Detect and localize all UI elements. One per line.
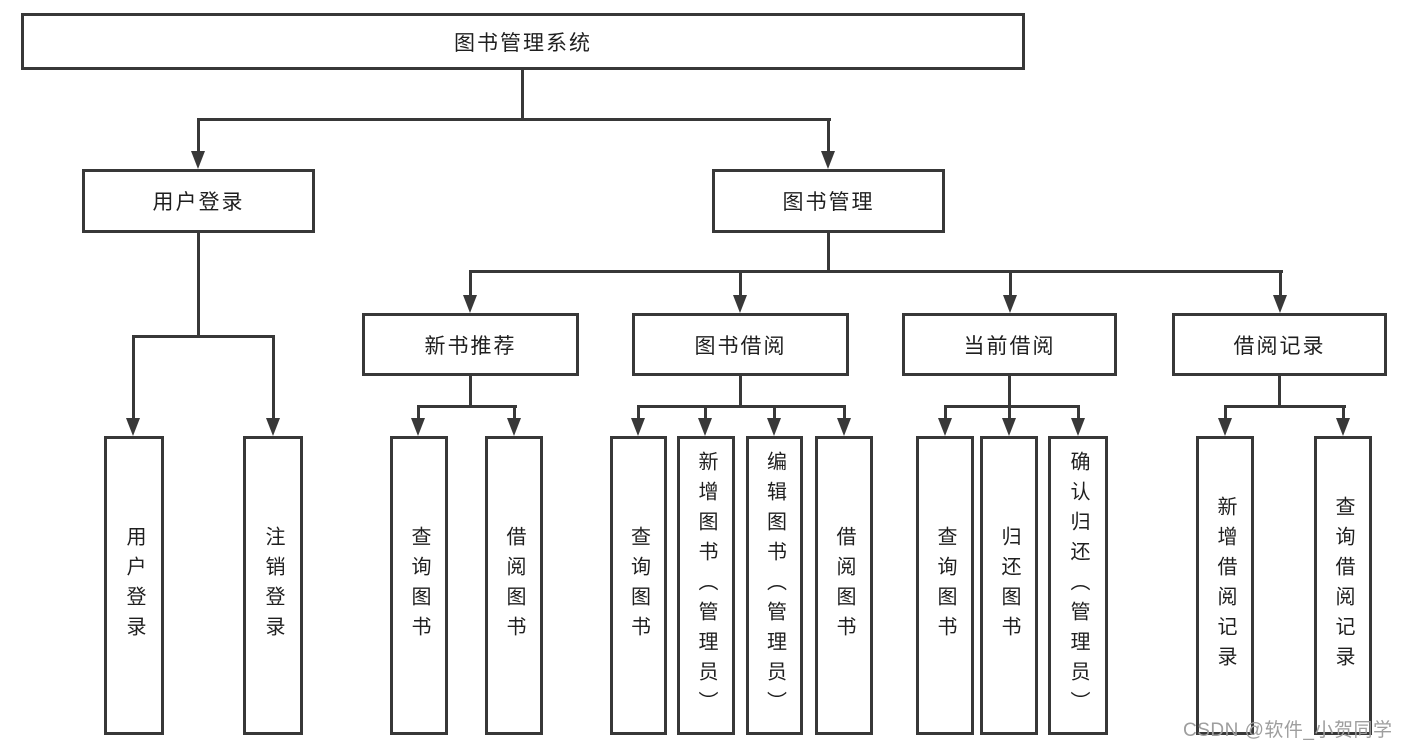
connector-line bbox=[1342, 405, 1345, 419]
node-leaf-borrow-books-1: 借阅图书 bbox=[485, 436, 543, 735]
connector-line bbox=[944, 405, 947, 419]
connector-line bbox=[773, 405, 776, 419]
connector-line bbox=[521, 70, 524, 118]
leaf-label: 查询图书 bbox=[408, 525, 430, 646]
arrow-down-icon bbox=[698, 418, 712, 436]
leaf-label: 借阅图书 bbox=[833, 525, 855, 646]
arrow-down-icon bbox=[767, 418, 781, 436]
connector-line bbox=[513, 405, 516, 419]
csdn-watermark: CSDN @软件_小贺同学 bbox=[1183, 720, 1393, 741]
arrow-down-icon bbox=[821, 151, 835, 169]
leaf-label: 新增图书（管理员） bbox=[695, 450, 717, 721]
connector-line bbox=[197, 233, 200, 335]
connector-line bbox=[417, 405, 517, 408]
arrow-down-icon bbox=[1218, 418, 1232, 436]
node-leaf-add-books-admin: 新增图书（管理员） bbox=[677, 436, 735, 735]
arrow-down-icon bbox=[1336, 418, 1350, 436]
node-leaf-borrow-books-2: 借阅图书 bbox=[815, 436, 873, 735]
connector-line bbox=[843, 405, 846, 419]
leaf-label: 确认归还（管理员） bbox=[1067, 450, 1089, 721]
leaf-label: 查询借阅记录 bbox=[1332, 495, 1354, 676]
connector-line bbox=[1279, 270, 1282, 296]
arrow-down-icon bbox=[126, 418, 140, 436]
leaf-label: 查询图书 bbox=[934, 525, 956, 646]
leaf-label: 归还图书 bbox=[998, 525, 1020, 646]
connector-line bbox=[739, 376, 742, 405]
connector-line bbox=[1009, 270, 1012, 296]
connector-line bbox=[1008, 376, 1011, 405]
arrow-down-icon bbox=[1002, 418, 1016, 436]
node-user-login: 用户登录 bbox=[82, 169, 315, 233]
arrow-down-icon bbox=[938, 418, 952, 436]
connector-line bbox=[1224, 405, 1346, 408]
connector-line bbox=[197, 118, 831, 121]
node-leaf-query-books-3: 查询图书 bbox=[916, 436, 974, 735]
connector-line bbox=[637, 405, 846, 408]
arrow-down-icon bbox=[411, 418, 425, 436]
arrow-down-icon bbox=[191, 151, 205, 169]
connector-line bbox=[272, 335, 275, 419]
node-new-book-recommend: 新书推荐 bbox=[362, 313, 579, 376]
node-leaf-user-login: 用户登录 bbox=[104, 436, 164, 735]
arrow-down-icon bbox=[507, 418, 521, 436]
connector-line bbox=[469, 270, 472, 296]
connector-line bbox=[637, 405, 640, 419]
node-leaf-add-borrow-record: 新增借阅记录 bbox=[1196, 436, 1254, 735]
connector-line bbox=[1224, 405, 1227, 419]
leaf-label: 新增借阅记录 bbox=[1214, 495, 1236, 676]
node-book-management: 图书管理 bbox=[712, 169, 945, 233]
leaf-label: 查询图书 bbox=[627, 525, 650, 646]
connector-line bbox=[704, 405, 707, 419]
connector-line bbox=[469, 270, 1283, 273]
arrow-down-icon bbox=[733, 295, 747, 313]
arrow-down-icon bbox=[1273, 295, 1287, 313]
node-root: 图书管理系统 bbox=[21, 13, 1025, 70]
connector-line bbox=[469, 376, 472, 405]
connector-line bbox=[132, 335, 275, 338]
node-leaf-logout: 注销登录 bbox=[243, 436, 303, 735]
connector-line bbox=[1077, 405, 1080, 419]
node-leaf-query-books-1: 查询图书 bbox=[390, 436, 448, 735]
node-book-borrow: 图书借阅 bbox=[632, 313, 849, 376]
leaf-label: 编辑图书（管理员） bbox=[763, 450, 786, 721]
connector-line bbox=[944, 405, 1080, 408]
node-leaf-return-books: 归还图书 bbox=[980, 436, 1038, 735]
leaf-label: 用户登录 bbox=[123, 525, 145, 646]
connector-line bbox=[1008, 405, 1011, 419]
connector-line bbox=[417, 405, 420, 419]
connector-line bbox=[827, 233, 830, 270]
leaf-label: 注销登录 bbox=[262, 525, 284, 646]
node-borrow-records: 借阅记录 bbox=[1172, 313, 1387, 376]
node-leaf-query-borrow-record: 查询借阅记录 bbox=[1314, 436, 1372, 735]
connector-line bbox=[739, 270, 742, 296]
connector-line bbox=[1278, 376, 1281, 405]
connector-line bbox=[197, 118, 200, 152]
arrow-down-icon bbox=[1003, 295, 1017, 313]
node-leaf-confirm-return-admin: 确认归还（管理员） bbox=[1048, 436, 1108, 735]
arrow-down-icon bbox=[463, 295, 477, 313]
node-current-borrow: 当前借阅 bbox=[902, 313, 1117, 376]
arrow-down-icon bbox=[631, 418, 645, 436]
node-leaf-edit-books-admin: 编辑图书（管理员） bbox=[746, 436, 803, 735]
arrow-down-icon bbox=[837, 418, 851, 436]
arrow-down-icon bbox=[1071, 418, 1085, 436]
connector-line bbox=[827, 118, 830, 152]
arrow-down-icon bbox=[266, 418, 280, 436]
node-leaf-query-books-2: 查询图书 bbox=[610, 436, 667, 735]
leaf-label: 借阅图书 bbox=[503, 525, 525, 646]
connector-line bbox=[132, 335, 135, 419]
